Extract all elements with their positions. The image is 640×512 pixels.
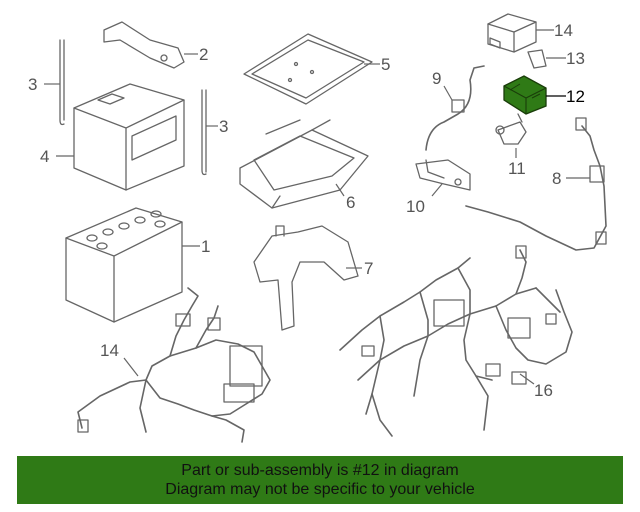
- callout-7: 7: [364, 259, 373, 278]
- part-harness-right: [339, 245, 573, 437]
- banner-line-2: Diagram may not be specific to your vehi…: [165, 481, 475, 498]
- callout-16: 16: [534, 381, 553, 400]
- part-terminal: [495, 113, 527, 145]
- callout-15: 14: [100, 341, 119, 360]
- callout-14: 14: [554, 21, 573, 40]
- callout-12: 12: [566, 87, 585, 106]
- callout-11: 11: [508, 159, 526, 178]
- part-battery-cable: [465, 117, 607, 251]
- callout-4: 4: [40, 147, 49, 166]
- part-lower-bracket: [253, 225, 359, 331]
- parts-diagram: 1 2 3 3 4 5 6: [28, 13, 607, 443]
- part-battery-tray: [243, 33, 373, 105]
- part-hold-down-bracket: [103, 21, 185, 69]
- part-ground-cable: [425, 65, 485, 151]
- callout-3-right: 3: [219, 117, 228, 136]
- callout-6: 6: [346, 193, 355, 212]
- callout-9: 9: [432, 69, 441, 88]
- part-relay-box: [487, 13, 537, 53]
- part-rod-left: [59, 39, 65, 126]
- part-12-highlighted: [503, 75, 547, 115]
- part-cable-bracket: [415, 159, 471, 191]
- callout-10: 10: [406, 197, 425, 216]
- callout-5: 5: [381, 55, 390, 74]
- callout-8: 8: [552, 169, 561, 188]
- info-banner: Part or sub-assembly is #12 in diagram D…: [17, 456, 623, 504]
- part-battery-upper: [73, 83, 185, 191]
- part-battery-lower: [65, 207, 183, 323]
- callout-2: 2: [199, 45, 208, 64]
- callout-13: 13: [566, 49, 585, 68]
- callout-1: 1: [201, 237, 210, 256]
- callout-3-left: 3: [28, 75, 37, 94]
- part-clip: [527, 49, 547, 69]
- banner-line-1: Part or sub-assembly is #12 in diagram: [181, 462, 459, 479]
- part-harness-left: [77, 287, 271, 443]
- part-rod-right: [201, 89, 207, 176]
